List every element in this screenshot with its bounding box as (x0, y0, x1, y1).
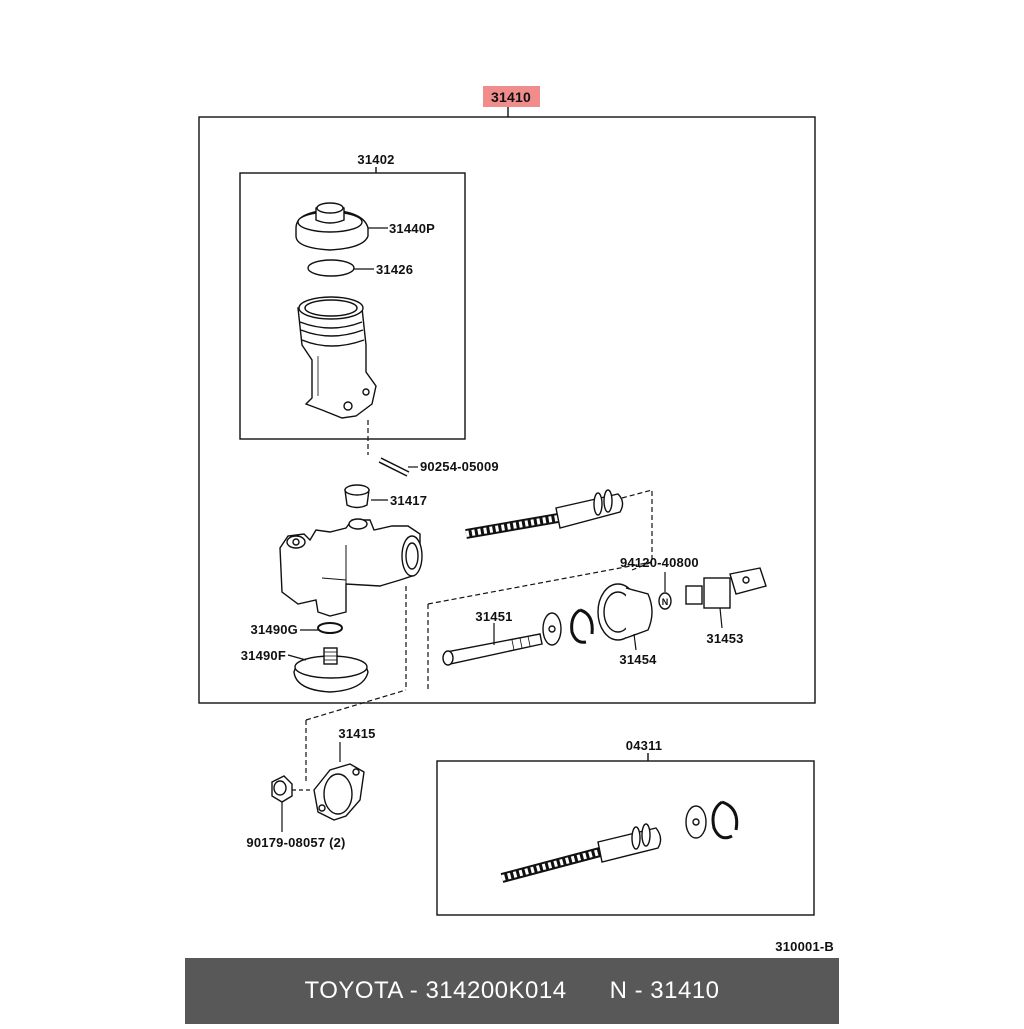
main-assembly-highlight (483, 86, 540, 107)
washer-part (542, 608, 594, 646)
repair-kit-frame (436, 760, 815, 916)
label-gasket[interactable]: 31490G (251, 622, 298, 637)
clevis-part (685, 567, 767, 609)
label-reservoir-group[interactable]: 31402 (357, 152, 394, 167)
piston-spring-part (465, 489, 624, 539)
part-footer-banner: TOYOTA - 314200K014 N - 31410 (185, 958, 839, 1024)
label-repair-kit[interactable]: 04311 (626, 738, 662, 753)
reservoir-tank-part (297, 296, 377, 419)
boot-part (597, 583, 653, 641)
label-push-rod[interactable]: 31451 (475, 609, 512, 624)
spring-pin-part (378, 457, 410, 477)
reservoir-group-frame (239, 172, 466, 440)
flange-gasket-part (313, 763, 365, 821)
o-ring-part (307, 259, 355, 277)
grommet-part (344, 484, 370, 509)
kit-washer-part (685, 800, 739, 840)
main-assembly-frame (198, 116, 816, 704)
push-rod-part (442, 633, 543, 666)
label-nut[interactable]: 90179-08057 (2) (246, 835, 345, 850)
kit-piston-spring-part (500, 823, 662, 883)
reservoir-cap-part (295, 202, 369, 251)
plug-part (293, 647, 369, 693)
svg-text:N: N (662, 597, 669, 607)
footer-reference: N - 31410 (609, 977, 720, 1004)
label-flange-gasket[interactable]: 31415 (338, 726, 375, 741)
gasket-part (317, 622, 343, 634)
label-cap[interactable]: 31440P (389, 221, 435, 236)
label-clevis[interactable]: 31453 (706, 631, 743, 646)
label-boot[interactable]: 31454 (619, 652, 657, 667)
footer-brand-part: TOYOTA - 314200K014 (304, 977, 567, 1004)
nut-part (271, 775, 293, 803)
cylinder-body-part (279, 518, 423, 617)
label-plug[interactable]: 31490F (241, 648, 286, 663)
label-main-assembly[interactable]: 31410 (491, 89, 531, 105)
snap-nut-part: N (658, 592, 672, 610)
label-ring[interactable]: 31426 (376, 262, 413, 277)
label-grommet[interactable]: 31417 (390, 493, 427, 508)
label-pin[interactable]: 90254-05009 (420, 459, 499, 474)
figure-code: 310001-B (775, 939, 834, 954)
label-snap-nut[interactable]: 94120-40800 (620, 555, 699, 570)
